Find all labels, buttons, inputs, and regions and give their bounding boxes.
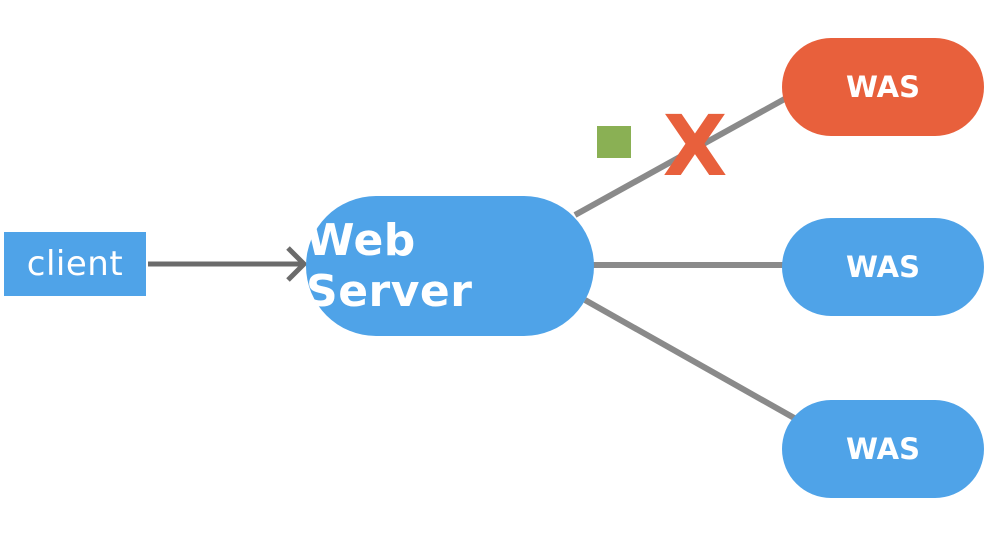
was-node: WAS <box>782 400 984 498</box>
client-node: client <box>4 232 146 296</box>
was-label: WAS <box>845 432 920 466</box>
status-indicator-square <box>597 126 631 158</box>
web-server-node: Web Server <box>306 196 594 336</box>
client-label: client <box>26 244 124 284</box>
connector-webserver-was-3 <box>583 297 798 422</box>
failure-x-icon: X <box>662 104 728 188</box>
was-label: WAS <box>845 70 920 104</box>
was-node: WAS <box>782 218 984 316</box>
connector-webserver-was-1 <box>573 93 792 218</box>
arrow-head-icon <box>286 246 308 282</box>
was-label: WAS <box>845 250 920 284</box>
web-server-label: Web Server <box>306 215 473 317</box>
was-node-failed: WAS <box>782 38 984 136</box>
failure-symbol: X <box>662 97 728 195</box>
